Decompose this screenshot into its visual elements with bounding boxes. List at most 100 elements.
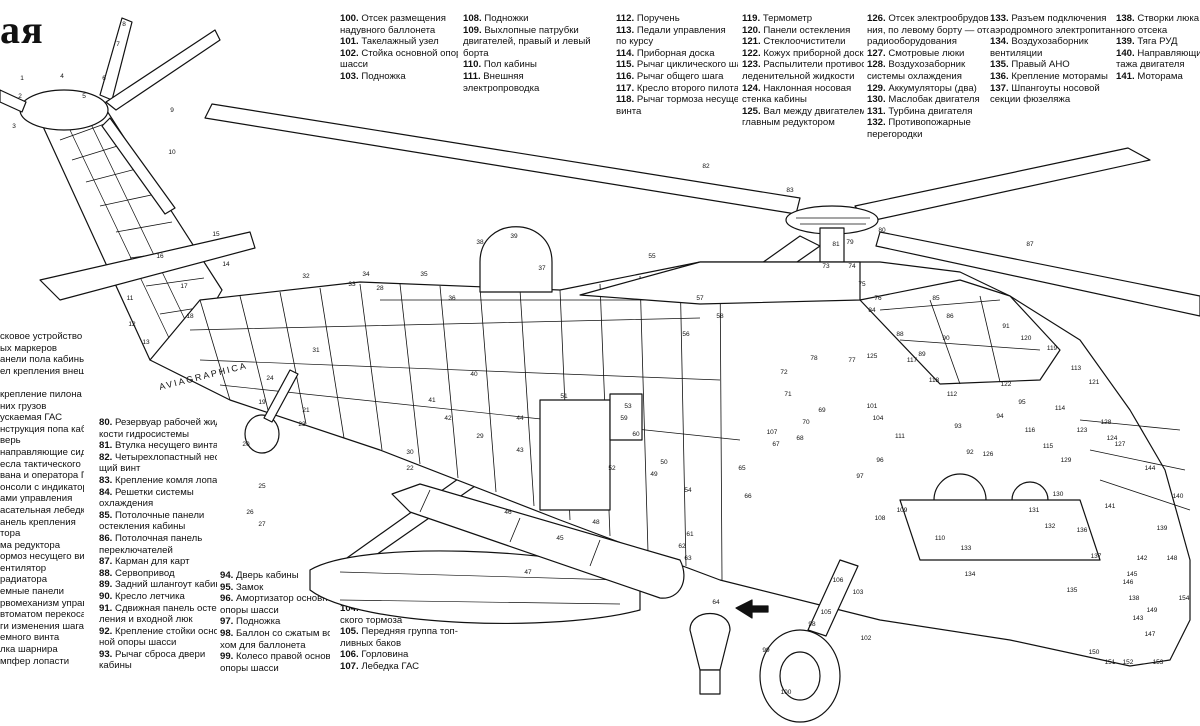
legend-entry-number: 140. [1116,47,1138,59]
legend-entry-label: Противопожарные [888,117,971,129]
legend-entry-label: Лебедка ГАС [361,660,420,672]
legend-entry: кости гидросистемы [99,429,217,441]
legend-entry-number: 96. [220,593,237,605]
legend-entry-number: 123. [742,59,764,71]
legend-entry-label: Моторама [1137,70,1183,82]
legend-entry: рвомеханизм управле- [0,598,84,610]
callout-number: 38 [476,239,484,246]
legend-entry-number: 89. [99,579,116,591]
legend-entry-label: опоры шасси [220,662,279,674]
legend-entry: 100. Отсек размещения [340,13,458,25]
callout-number: 4 [60,73,64,80]
legend-entry: 122. Кожух приборной доски [742,48,864,60]
legend-entry: 82. Четырехлопастный несу- [99,452,217,464]
callout-number: 125 [867,353,878,360]
callout-number: 117 [907,357,918,364]
legend-entry: винта [616,106,738,118]
legend-entry-number: 122. [742,47,764,59]
callout-number: 41 [428,397,436,404]
callout-number: 115 [1043,443,1054,450]
callout-number: 144 [1145,465,1156,472]
callout-number: 36 [448,295,456,302]
legend-entry: опоры шасси [220,663,330,675]
legend-entry: по курсу [616,36,738,48]
callout-number: 113 [1071,365,1082,372]
legend-entry-label: есла тактического [0,458,81,470]
legend-entry: 111. Внешняя [463,71,593,83]
legend-entry: 108. Подножки [463,13,593,25]
tail-gear-strut [263,369,299,423]
callout-number: 116 [1025,427,1036,434]
callout-number: 53 [624,403,632,410]
callout-number: 123 [1077,427,1088,434]
callout-number: 98 [808,621,816,628]
sonar-dome [689,612,731,671]
legend-entry-label: крепление пилона для [0,388,84,400]
legend-entry-label: ной опоры шасси [99,637,177,649]
legend-entry-number: 108. [463,13,485,24]
callout-number: 97 [856,473,864,480]
legend-entry-label: Направляющие дв [1137,47,1200,59]
legend-entry: 98. Баллон со сжатым возду- [220,628,330,640]
callout-number: 54 [684,487,692,494]
legend-entry: них грузов [0,401,84,413]
callout-number: 102 [861,635,872,642]
legend-entry: ентилятор [0,563,84,575]
rotor-blade-rear [204,103,801,215]
callout-number: 121 [1089,379,1100,386]
float-pontoon [309,550,641,624]
legend-entry: сковое устройство [0,331,84,343]
legend-entry-number: 86. [99,532,116,544]
callout-number: 130 [1053,491,1064,498]
legend-entry-number: 133. [990,13,1012,24]
legend-entry: анель крепления [0,517,84,529]
legend-entry: 89. Задний шлангоут кабины [99,579,217,591]
legend-entry: радиооборудования [867,36,989,48]
legend-entry-label: Рычаг тормоза несущего [636,94,738,106]
callout-number: 86 [946,313,954,320]
callout-number: 68 [796,435,804,442]
legend-entry-label: опоры шасси [220,604,279,616]
legend-entry: ния, по левому борту — отсек [867,25,989,37]
legend-entry-label: Маслобак двигателя [888,94,980,106]
legend-entry-number: 130. [867,94,889,106]
callout-number: 84 [868,307,876,314]
legend-entry: емного винта [0,632,84,644]
callout-number: 146 [1123,579,1134,586]
callout-number: 128 [1101,419,1112,426]
legend-entry-label: двигателей, правый и левый [463,36,591,48]
callout-number: 59 [620,415,628,422]
direction-arrow [735,599,769,619]
legend-entry-number: 138. [1116,13,1138,24]
legend-entry-label: Воздухозаборник [1011,36,1089,48]
callout-number: 11 [127,295,134,302]
callout-number: 17 [180,283,188,290]
legend-entry-label: Внешняя [483,70,524,82]
rotor-blade-right [854,147,1151,223]
legend-entry-label: Отсек размещения [361,13,446,24]
legend-entry-label: Резервуар рабочей жид- [115,417,217,428]
legend-entry: 134. Воздухозаборник [990,36,1115,48]
legend-entry-number: 93. [99,648,116,660]
callout-number: 3 [12,123,16,130]
legend-entry: 87. Карман для карт [99,556,217,568]
legend-entry-number: 134. [990,36,1012,48]
legend-entry-label: лка шарнира [0,644,58,656]
callout-number: 138 [1129,595,1140,602]
legend-entry: тажа двигателя [1116,59,1200,71]
legend-entry: переключателей [99,545,217,557]
legend-entry-label: Створки люка двигат [1137,13,1200,24]
callout-number: 30 [406,449,414,456]
legend-entry: 107. Лебедка ГАС [340,661,462,673]
callout-number: 106 [833,577,844,584]
callout-number: 132 [1045,523,1056,530]
callout-number: 145 [1127,571,1138,578]
legend-entry: надувного баллонета [340,25,458,37]
legend-entry: двигателей, правый и левый [463,36,593,48]
legend-entry-number: 99. [220,651,237,663]
legend-entry-label: Наклонная носовая [763,82,852,94]
legend-entry: тора [0,528,84,540]
callout-number: 139 [1157,525,1168,532]
legend-entry-number: 113. [616,24,637,36]
